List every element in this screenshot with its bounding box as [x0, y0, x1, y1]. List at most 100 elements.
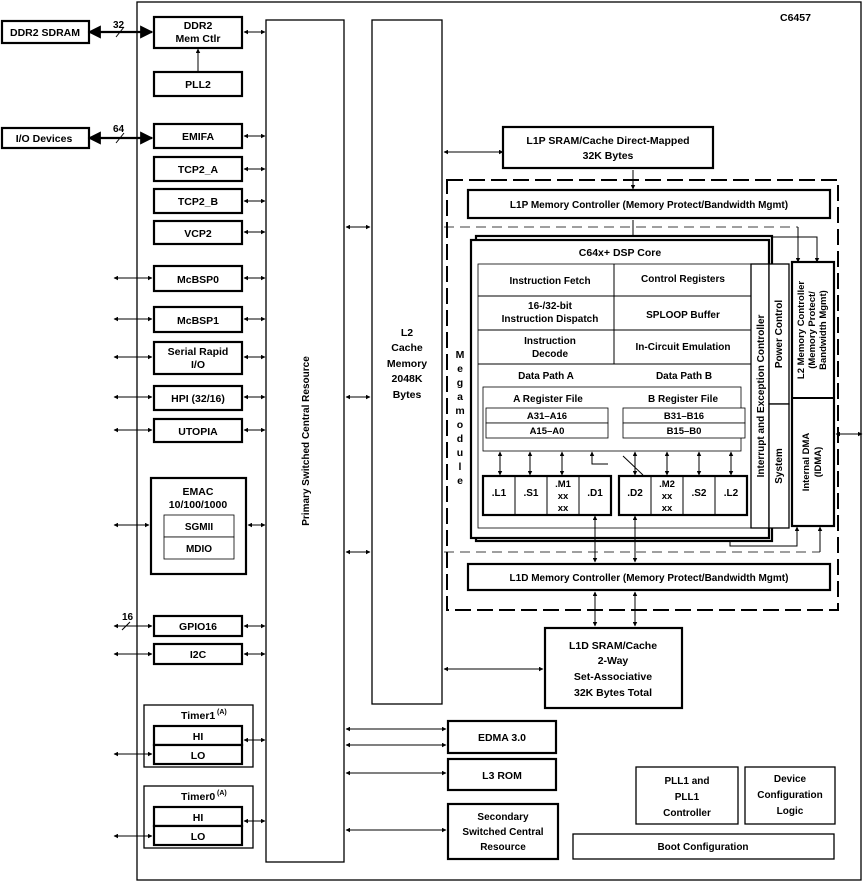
timer0-hi-label: HI — [193, 812, 204, 824]
system-label: System — [774, 448, 785, 484]
regfile-b-low — [622, 422, 746, 439]
utopia-label: UTOPIA — [178, 426, 218, 438]
pll1-line2: PLL1 — [675, 792, 700, 803]
switch-l2-arrows — [345, 149, 544, 833]
emifa-box — [152, 122, 244, 150]
timer1-note: (A) — [217, 709, 227, 716]
tcp2b-label: TCP2_B — [178, 196, 219, 208]
l2-line2: Cache — [391, 342, 423, 354]
boot-config-label: Boot Configuration — [657, 842, 748, 853]
unit-d1: .D1 — [587, 488, 603, 499]
peripheral-switch-arrows — [243, 29, 266, 824]
svg-text:o: o — [457, 419, 463, 431]
secondary-switch-box — [446, 802, 560, 861]
l2-line5: Bytes — [393, 389, 422, 401]
pll1-line3: Controller — [663, 808, 711, 819]
l3-rom-label: L3 ROM — [482, 770, 522, 782]
vcp2-label: VCP2 — [184, 228, 212, 240]
l1p-sram-line1: L1P SRAM/Cache Direct-Mapped — [526, 135, 689, 147]
gpio16-label: GPIO16 — [179, 621, 217, 633]
mcbsp1-box — [152, 305, 244, 334]
l1p-controller — [466, 188, 832, 220]
regfile-b-title: B Register File — [648, 394, 718, 405]
timer1-lo-label: LO — [191, 750, 206, 762]
unit-d2: .D2 — [627, 488, 643, 499]
l2-controller-column — [790, 260, 836, 528]
idma-line2: (IDMA) — [813, 447, 824, 478]
svg-text:u: u — [457, 447, 463, 459]
l1p-sram-box — [501, 125, 715, 170]
l2-cache-memory — [371, 19, 443, 705]
hpi-box — [152, 384, 244, 412]
l2-controller-line3: Bandwidth Mgmt) — [818, 290, 829, 370]
unit-l1: .L1 — [492, 488, 507, 499]
hpi-label: HPI (32/16) — [171, 393, 225, 405]
srio-line2: I/O — [191, 359, 205, 371]
regfile-a-low — [485, 422, 609, 439]
l1d-controller — [466, 562, 832, 592]
svg-text:l: l — [459, 461, 462, 473]
unit-m1-line2: xx — [558, 491, 569, 502]
dispatch-line1: 16-/32-bit — [528, 301, 573, 312]
mdio-box — [163, 536, 235, 560]
interrupt-controller-label: Interrupt and Exception Controller — [756, 315, 767, 478]
ddr2-bus-slash — [115, 26, 125, 38]
vcp2-box — [152, 219, 244, 246]
io-bus-slash — [115, 132, 125, 144]
decode-line1: Instruction — [524, 336, 576, 347]
pll1-box — [635, 766, 739, 825]
srio-box — [152, 340, 244, 376]
tcp2b-box — [152, 187, 244, 215]
unit-m2-line1: .M2 — [659, 479, 675, 490]
mcbsp0-label: McBSP0 — [177, 274, 219, 286]
mcbsp1-label: McBSP1 — [177, 315, 219, 327]
l2-controller-line1: L2 Memory Controller — [796, 281, 807, 379]
primary-switch-label: Primary Switched Central Resource — [301, 356, 312, 526]
regfile-unit-arrows — [497, 451, 734, 476]
unit-m2-line2: xx — [662, 491, 673, 502]
unit-l2: .L2 — [724, 488, 739, 499]
tcp2a-box — [152, 155, 244, 183]
regfile-b-high-label: B31–B16 — [664, 411, 704, 422]
timer0-note: (A) — [217, 790, 227, 797]
unit-m1-line3: xx — [558, 503, 569, 514]
l1d-sram-arrows — [592, 591, 638, 627]
gpio16-box — [152, 614, 244, 638]
emifa-label: EMIFA — [182, 131, 215, 143]
power-control-label: Power Control — [774, 300, 785, 369]
svg-text:M: M — [456, 349, 465, 361]
timer1-lo-box — [152, 743, 244, 766]
ddr2-mem-ctlr — [152, 15, 244, 50]
l2-line4: 2048K — [392, 373, 423, 385]
svg-text:a: a — [457, 391, 463, 403]
decode-line2: Decode — [532, 349, 569, 360]
instruction-fetch-label: Instruction Fetch — [509, 276, 590, 287]
unit-m2-line3: xx — [662, 503, 673, 514]
dashed-connections — [444, 226, 820, 553]
l1d-controller-label: L1D Memory Controller (Memory Protect/Ba… — [510, 573, 789, 584]
svg-text:g: g — [457, 377, 463, 389]
device-config-box — [744, 766, 836, 825]
device-config-line2: Configuration — [757, 790, 823, 801]
secondary-line1: Secondary — [477, 812, 529, 823]
unit-m1-line1: .M1 — [555, 479, 572, 490]
sploop-label: SPLOOP Buffer — [646, 310, 720, 321]
datapath-b-label: Data Path B — [656, 371, 712, 382]
ice-label: In-Circuit Emulation — [636, 342, 731, 353]
datapath-a-label: Data Path A — [518, 371, 574, 382]
l1d-sram-line1: L1D SRAM/Cache — [569, 640, 657, 652]
l1p-controller-label: L1P Memory Controller (Memory Protect/Ba… — [510, 200, 788, 211]
timer1-title: Timer1 — [181, 710, 215, 722]
control-registers-label: Control Registers — [641, 274, 725, 285]
dispatch-line2: Instruction Dispatch — [502, 314, 599, 325]
system-block — [768, 403, 790, 529]
l1d-sram-box — [543, 626, 684, 710]
timer1-hi-label: HI — [193, 731, 204, 743]
regfile-a-low-label: A15–A0 — [530, 426, 565, 437]
edma-box — [446, 719, 558, 755]
ddr2-ctrl-line2: Mem Ctlr — [176, 33, 221, 45]
l1d-sram-line2: 2-Way — [598, 655, 629, 667]
l2-line3: Memory — [387, 358, 427, 370]
l1d-sram-line4: 32K Bytes Total — [574, 687, 652, 699]
